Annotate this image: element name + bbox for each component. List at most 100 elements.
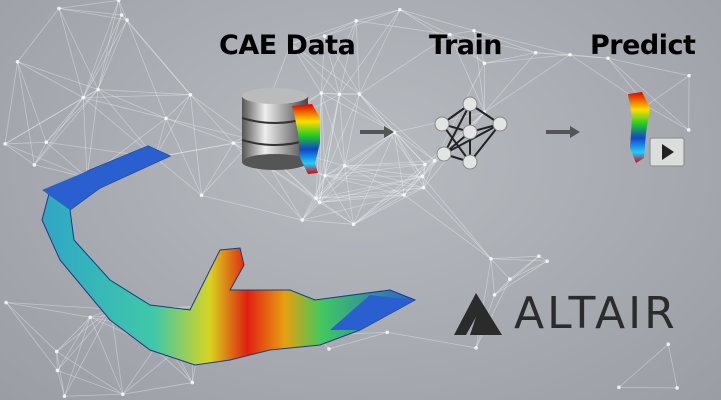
network-line <box>473 30 536 54</box>
network-line <box>57 370 123 395</box>
network-line <box>17 61 47 143</box>
network-line <box>324 9 400 37</box>
network-line <box>403 176 423 196</box>
arrow-right-icon <box>360 126 394 138</box>
network-node <box>385 330 390 335</box>
network-line <box>290 43 322 94</box>
network-node <box>423 162 427 167</box>
network-line <box>319 93 322 203</box>
arrow-right-icon <box>546 126 580 138</box>
network-node <box>4 300 8 305</box>
network-node <box>482 61 487 65</box>
network-line <box>201 194 303 221</box>
network-node <box>121 392 125 397</box>
network-line <box>319 176 423 203</box>
network-line <box>424 112 485 165</box>
network-line <box>97 14 122 90</box>
network-line <box>535 52 609 59</box>
network-line <box>324 165 345 177</box>
altair-logo-text: ALTAIR <box>514 288 678 339</box>
network-line <box>449 30 475 35</box>
network-line <box>403 164 426 196</box>
network-line <box>315 165 345 199</box>
network-line <box>484 52 536 64</box>
network-line <box>319 194 405 203</box>
network-node <box>300 218 305 222</box>
network-line <box>122 353 173 395</box>
network-line <box>319 94 340 203</box>
network-line <box>324 175 424 189</box>
network-line <box>618 343 669 388</box>
network-line <box>315 194 405 199</box>
network-line <box>165 118 234 144</box>
network-line <box>165 118 202 196</box>
network-line <box>64 317 91 397</box>
network-line <box>344 165 424 189</box>
network-line <box>118 0 128 21</box>
network-line <box>490 258 511 280</box>
network-node <box>492 293 497 297</box>
network-node <box>116 0 121 3</box>
network-line <box>58 0 119 9</box>
network-node <box>57 6 61 11</box>
network-node <box>432 158 437 163</box>
network-line <box>301 175 326 221</box>
network-line <box>6 302 91 318</box>
network-line <box>321 92 395 133</box>
network-line <box>320 36 326 94</box>
network-line <box>667 344 678 389</box>
network-line <box>4 143 88 179</box>
network-line <box>339 9 401 95</box>
network-line <box>353 194 405 225</box>
network-line <box>356 20 450 35</box>
network-line <box>97 0 120 90</box>
network-line <box>344 163 425 167</box>
network-node <box>323 173 327 178</box>
network-line <box>34 89 99 166</box>
network-node <box>55 368 60 373</box>
network-node <box>342 164 347 168</box>
network-line <box>399 9 475 32</box>
network-line <box>569 54 609 59</box>
network-line <box>324 94 340 176</box>
network-line <box>97 89 156 158</box>
network-line <box>344 131 395 167</box>
network-line <box>387 331 477 349</box>
network-node <box>96 87 100 92</box>
network-line <box>34 142 47 166</box>
stage-cae-data-label: CAE Data <box>219 30 356 61</box>
network-node <box>164 116 168 121</box>
network-line <box>58 8 84 98</box>
neural-network-icon <box>434 96 508 170</box>
network-line <box>324 175 405 196</box>
network-line <box>607 57 689 131</box>
network-node <box>606 56 610 61</box>
network-line <box>320 20 357 94</box>
network-node <box>420 174 425 179</box>
network-line <box>399 9 485 64</box>
network-line <box>484 52 537 113</box>
network-node <box>289 41 293 46</box>
network-node <box>3 142 7 146</box>
network-line <box>324 35 340 95</box>
network-line <box>344 160 435 167</box>
network-node <box>666 342 671 346</box>
network-line <box>110 309 124 395</box>
network-node <box>32 163 37 167</box>
network-line <box>353 187 424 225</box>
network-line <box>359 93 426 165</box>
network-line <box>165 94 191 119</box>
network-line <box>490 258 548 262</box>
network-line <box>646 105 689 131</box>
network-line <box>394 131 435 162</box>
network-node <box>351 222 356 227</box>
network-node <box>327 347 331 351</box>
stage-train-label: Train <box>429 30 502 61</box>
network-line <box>328 331 388 350</box>
network-line <box>315 197 354 225</box>
network-line <box>394 131 423 177</box>
network-line <box>359 9 401 95</box>
network-line <box>57 308 112 371</box>
network-line <box>290 35 325 45</box>
network-node <box>199 193 204 198</box>
